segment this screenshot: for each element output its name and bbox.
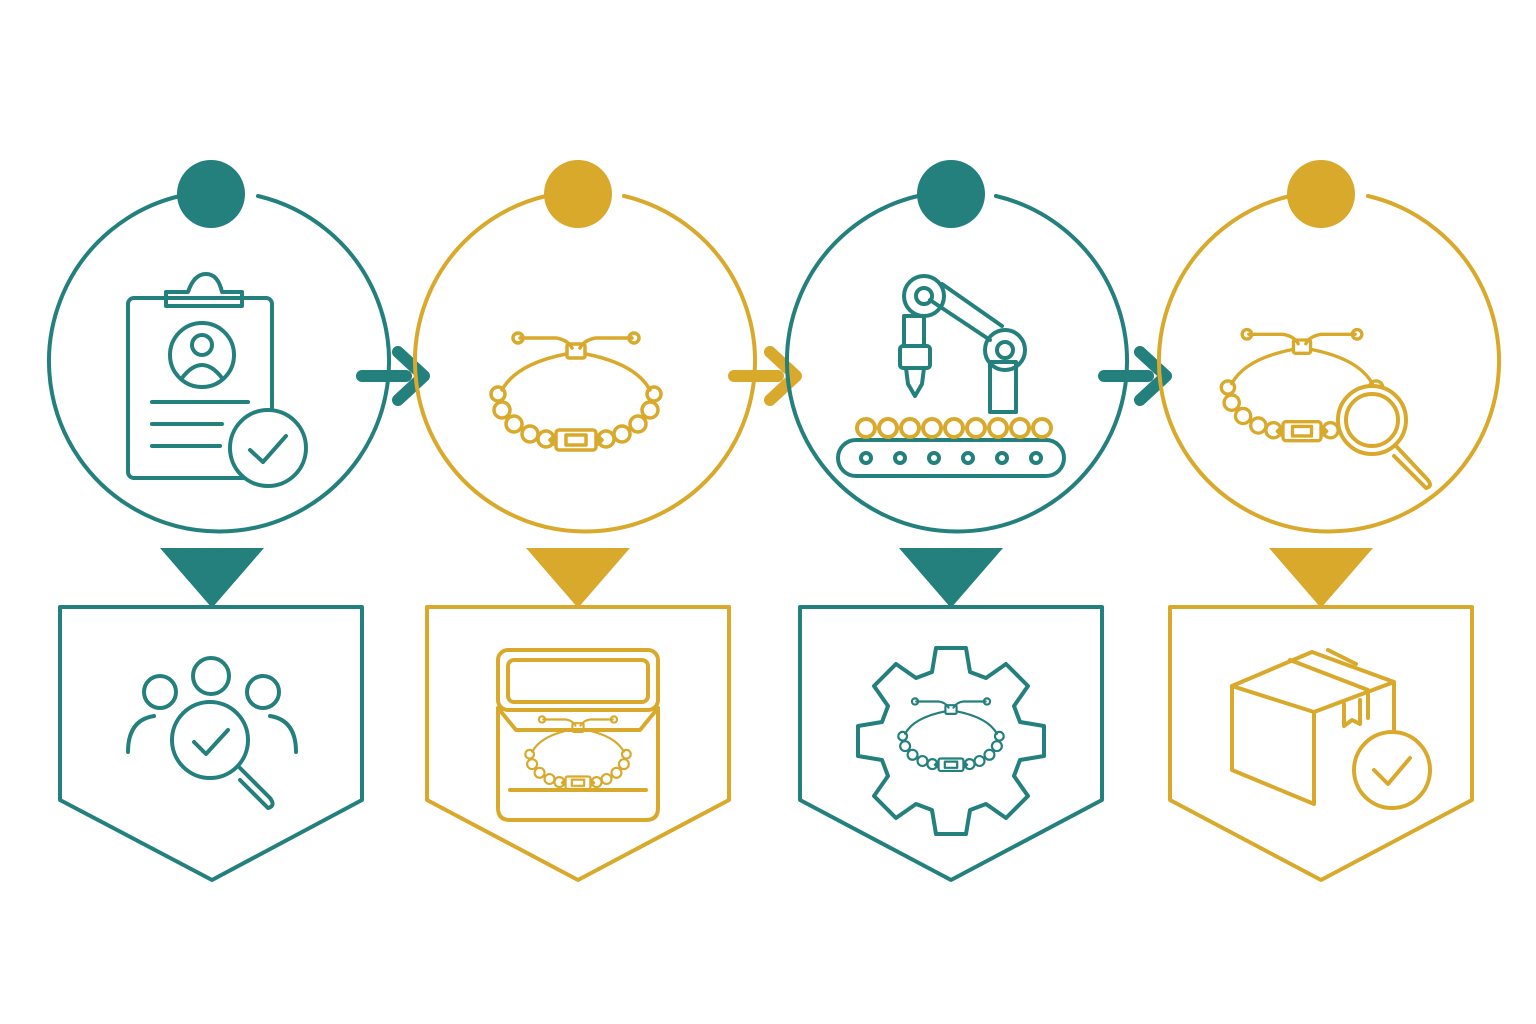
connector-arrow-3 [1098, 346, 1172, 406]
jewelry-box-bracelet-icon [496, 648, 660, 822]
step-1 [47, 160, 391, 882]
robot-arm-conveyor-icon [836, 274, 1066, 478]
step-2-badge [425, 605, 731, 882]
step-1-marker-dot [177, 160, 245, 228]
step-1-outer-ring [47, 194, 391, 534]
step-4-badge [1168, 605, 1474, 882]
step-4 [1157, 160, 1501, 882]
step-3-pointer [899, 548, 1003, 608]
package-check-icon [1230, 648, 1432, 810]
step-3-outer-ring [785, 194, 1129, 534]
gear-bracelet-icon [856, 646, 1046, 836]
step-4-marker-dot [1287, 160, 1355, 228]
step-3 [785, 160, 1129, 882]
connector-arrow-1 [356, 346, 430, 406]
bracelet-magnifier-icon [1219, 327, 1432, 490]
step-1-badge [58, 605, 364, 882]
step-3-badge [798, 605, 1104, 882]
bracelet-icon [489, 331, 663, 452]
step-2-pointer [526, 548, 630, 608]
step-4-pointer [1269, 548, 1373, 608]
step-2-outer-ring [413, 194, 757, 534]
step-2-marker-dot [544, 160, 612, 228]
clipboard-profile-check-icon [126, 272, 308, 488]
step-3-marker-dot [917, 160, 985, 228]
step-4-outer-ring [1157, 194, 1501, 534]
step-1-pointer [160, 548, 264, 608]
step-2 [413, 160, 757, 882]
people-magnifier-check-icon [126, 656, 298, 810]
